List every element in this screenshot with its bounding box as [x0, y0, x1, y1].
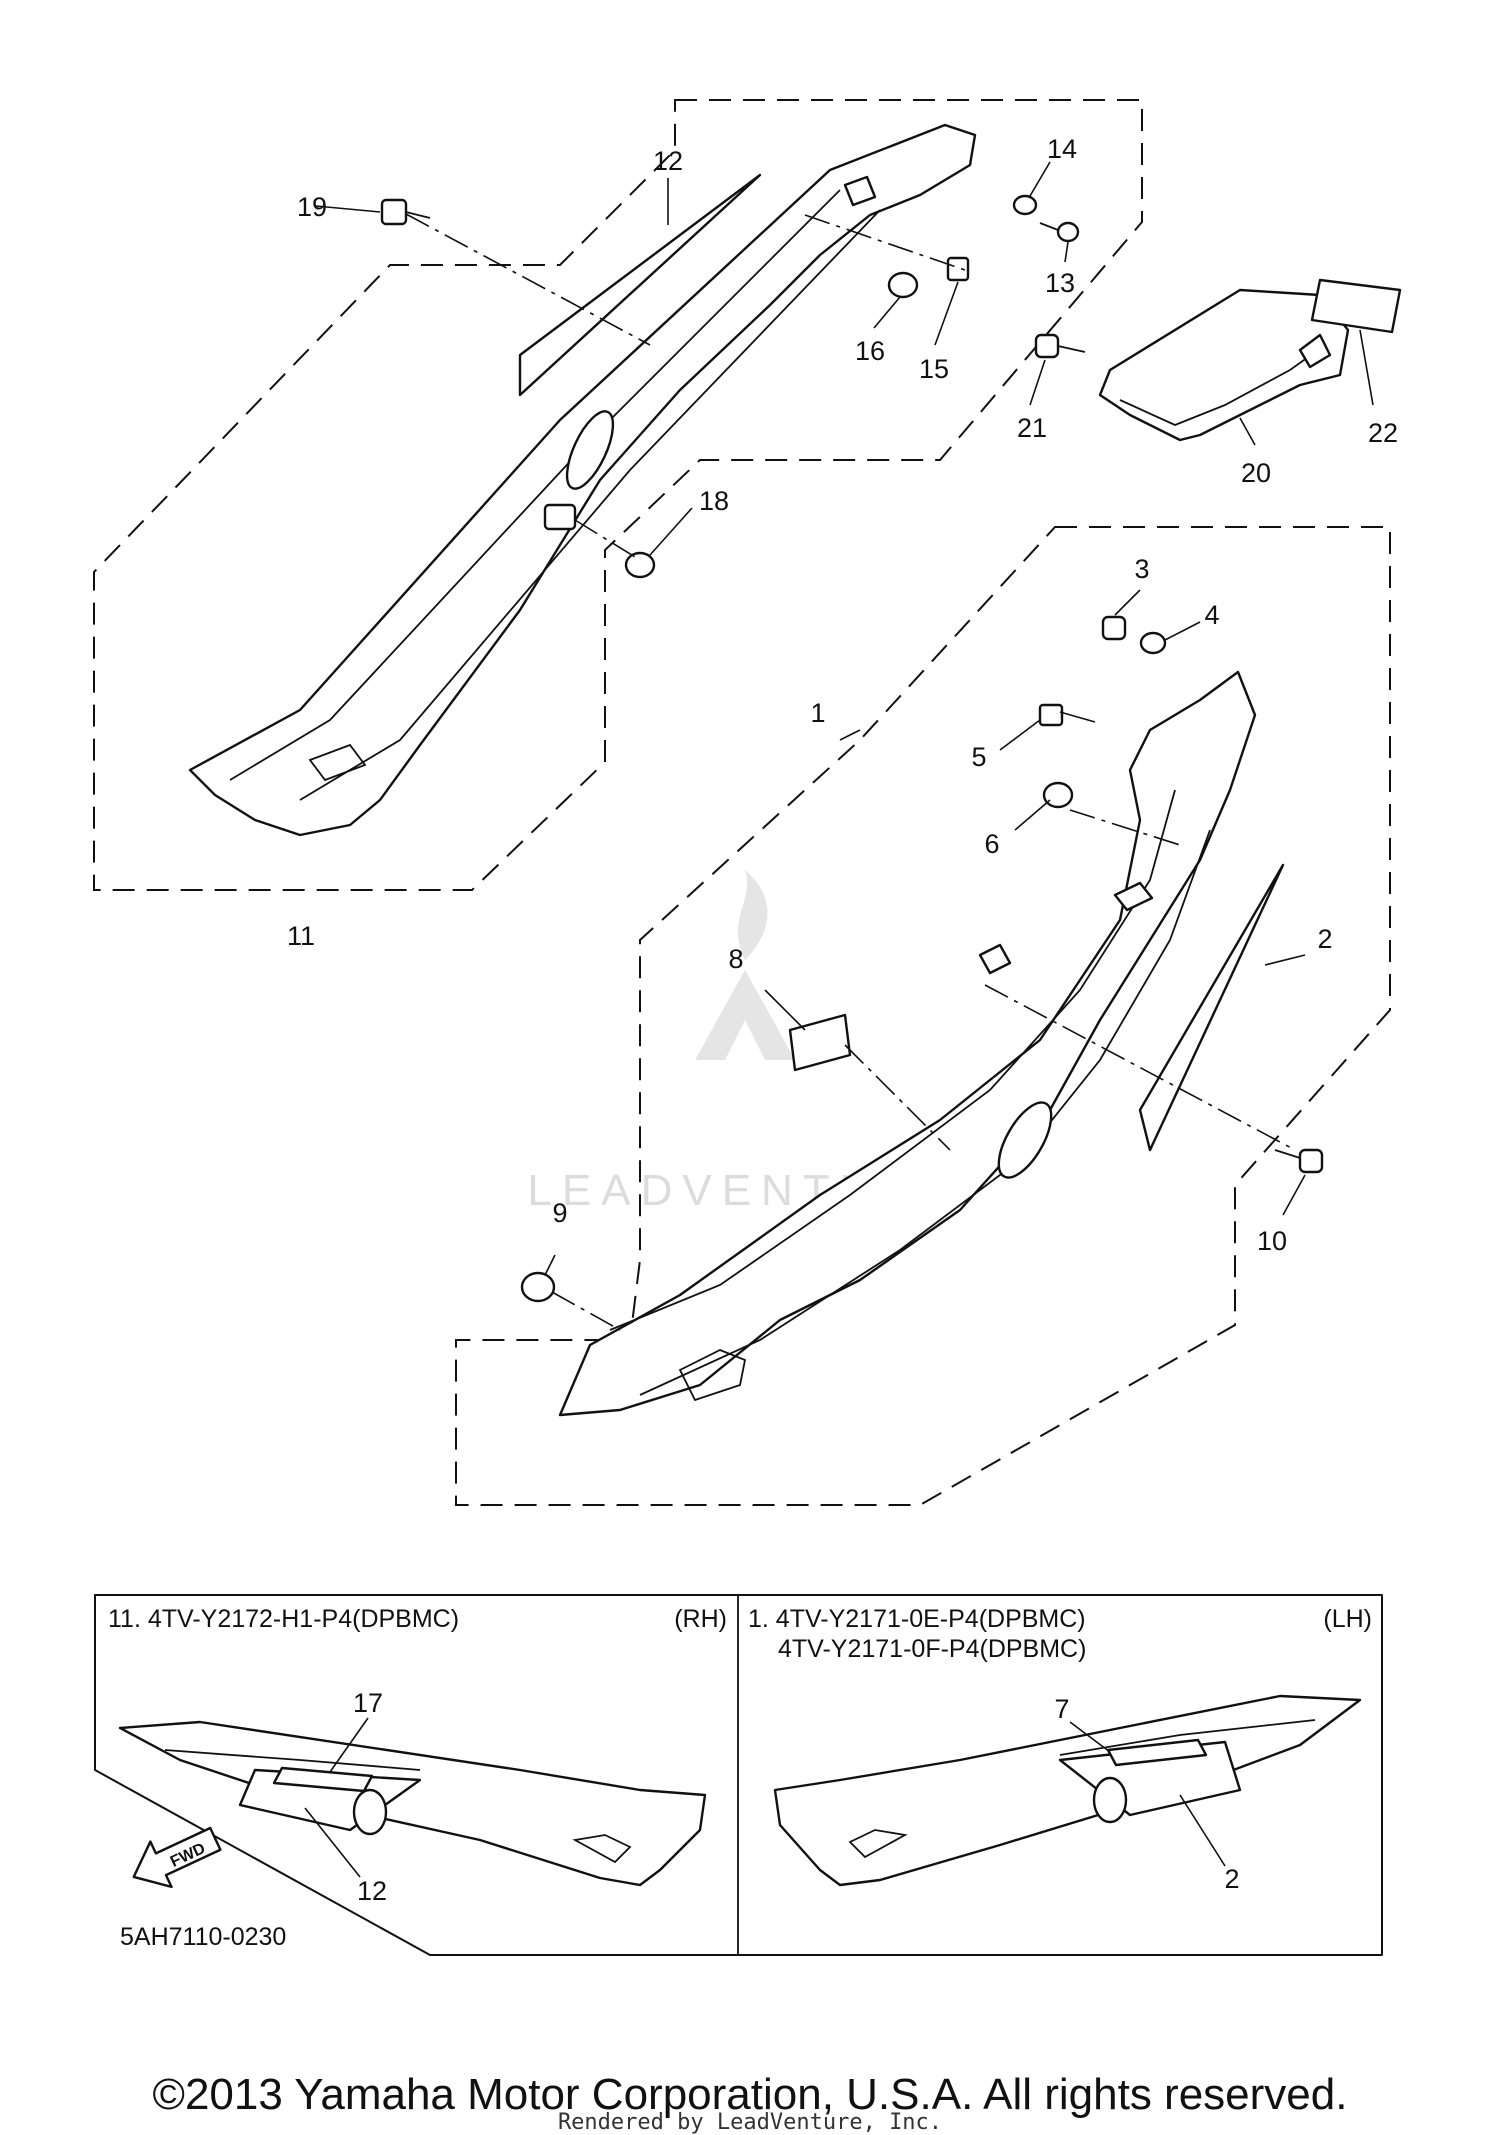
label-8 [788, 1013, 852, 1072]
rear-side-cover-lh [558, 670, 1257, 1417]
grommet-16 [887, 271, 919, 299]
grommet-9 [520, 1271, 556, 1303]
nut-5 [1038, 703, 1064, 727]
callout-4: 4 [1204, 600, 1219, 630]
rear-side-cover-rh [188, 123, 977, 837]
callout-11: 11 [287, 921, 315, 951]
copyright-text: ©2013 Yamaha Motor Corporation, U.S.A. A… [152, 2070, 1348, 2119]
rh-part-number: 11. 4TV-Y2172-H1-P4(DPBMC) [108, 1605, 459, 1633]
callout-13: 13 [1045, 268, 1075, 298]
lh-side-label: (LH) [1323, 1605, 1372, 1633]
lh-callout-stripe: 2 [1224, 1864, 1239, 1894]
callout-15: 15 [919, 354, 949, 384]
side-cover-stripe-2 [1138, 863, 1285, 1152]
callout-5: 5 [971, 742, 986, 772]
bolt-19 [380, 198, 431, 226]
washer-4 [1139, 631, 1167, 655]
callout-21: 21 [1017, 413, 1047, 443]
callout-18: 18 [699, 486, 729, 516]
assembly-1-dashed-boundary [455, 526, 1391, 1506]
assembly-11-dashed-boundary [93, 99, 1143, 891]
grommet-18 [543, 503, 656, 579]
callout-6: 6 [984, 829, 999, 859]
emblem-label-22 [1310, 278, 1402, 334]
callout-12: 12 [653, 146, 683, 176]
rh-cover-illustration [118, 1720, 707, 1887]
callout-22: 22 [1368, 418, 1398, 448]
rh-callout-emblem: 17 [353, 1688, 383, 1718]
callout-10: 10 [1257, 1226, 1287, 1256]
callout-3: 3 [1134, 554, 1149, 584]
nut-15 [946, 256, 970, 282]
callout-8: 8 [728, 944, 743, 974]
callout-16: 16 [855, 336, 885, 366]
callout-14: 14 [1047, 134, 1077, 164]
rh-callout-stripe: 12 [357, 1876, 387, 1906]
seat-cowl-20 [1098, 288, 1350, 442]
side-cover-stripe-12 [518, 173, 762, 397]
lh-callout-emblem: 7 [1054, 1694, 1069, 1724]
rendered-by-text: Rendered by LeadVenture, Inc. [557, 2110, 943, 2135]
callout-9: 9 [552, 1198, 567, 1228]
lh-part-number-2: 4TV-Y2171-0F-P4(DPBMC) [778, 1635, 1086, 1663]
legend-box: 11. 4TV-Y2172-H1-P4(DPBMC) (RH) 17 12 FW… [94, 1594, 1383, 1956]
lh-cover-illustration [773, 1694, 1362, 1887]
rh-side-label: (RH) [674, 1605, 727, 1633]
bolt-10 [1274, 1148, 1324, 1174]
fwd-arrow-icon: FWD [132, 1826, 222, 1889]
screw-13 [1039, 221, 1080, 243]
lh-part-number-1: 1. 4TV-Y2171-0E-P4(DPBMC) [748, 1605, 1086, 1633]
callout-20: 20 [1241, 458, 1271, 488]
grommet-6 [1042, 781, 1074, 809]
callout-1: 1 [810, 698, 825, 728]
callout-2: 2 [1317, 924, 1332, 954]
washer-14 [1012, 194, 1038, 216]
bolt-21 [1034, 333, 1086, 359]
bolt-3 [1101, 615, 1127, 641]
drawing-code: 5AH7110-0230 [120, 1923, 286, 1951]
callout-19: 19 [297, 192, 327, 222]
